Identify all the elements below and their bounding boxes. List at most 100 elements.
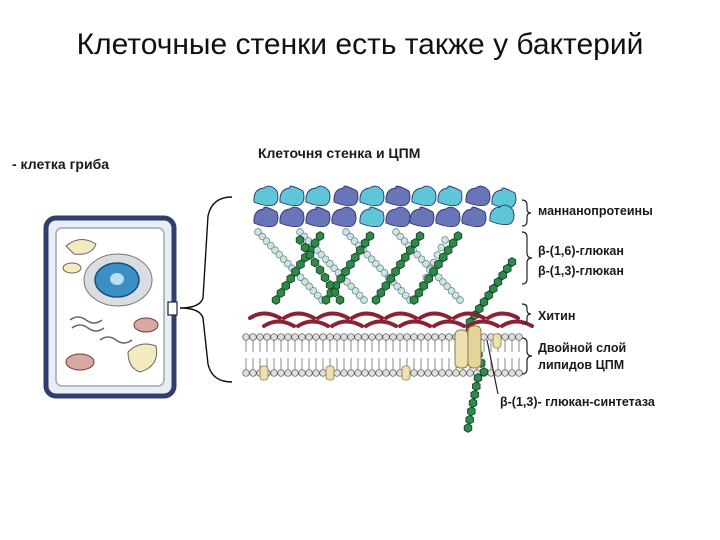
glucan-16-bead [309, 287, 318, 295]
brace-bilayer [521, 337, 533, 375]
zoom-marker [167, 301, 178, 316]
chitin-fiber [432, 319, 466, 328]
mannoprotein [461, 206, 487, 228]
lipid-head [284, 333, 292, 341]
mannoprotein [305, 206, 331, 228]
glucan-13-unit [414, 288, 424, 298]
lipid-head [312, 369, 320, 377]
lipid-head [375, 333, 383, 341]
glucan-13-unit [453, 231, 463, 241]
lipid-head [389, 369, 397, 377]
glucan-13-unit [467, 406, 476, 417]
glucan-13-unit [401, 252, 410, 263]
membrane-protein [325, 365, 335, 381]
brace-mannoproteins [521, 199, 532, 227]
lipid-head [424, 369, 432, 377]
mannoprotein [331, 206, 357, 228]
chitin-fiber [398, 319, 432, 328]
zoom-bracket [179, 196, 233, 383]
glucan-13-unit [381, 280, 391, 291]
glucan-13-unit [472, 381, 481, 392]
lipid-head [347, 369, 355, 377]
glucan-16-bead [279, 255, 288, 263]
glucan-13-unit [310, 257, 320, 268]
glucan-synthase-complex [454, 325, 482, 369]
lipid-head [459, 369, 467, 377]
glucan-16-bead [326, 259, 334, 268]
glucan-13-unit [315, 265, 325, 275]
golgi-2 [71, 324, 105, 332]
glucan-13-unit [434, 259, 443, 270]
chitin-fiber [466, 319, 500, 328]
glucan-16-bead [258, 232, 267, 241]
glucan-13-unit [419, 280, 429, 291]
glucan-13-unit [443, 245, 453, 256]
brace-glucans [521, 231, 533, 285]
lipid-head [249, 333, 257, 341]
chitin-fiber [452, 311, 486, 320]
glucan-13-unit [335, 295, 345, 305]
lipid-head [508, 369, 516, 377]
mannoprotein [489, 204, 515, 226]
lipid-head [263, 333, 271, 341]
glucan-16-bead [254, 228, 262, 236]
label-glucan-13: β-(1,3)-глюкан [538, 264, 624, 278]
glucan-13-unit [409, 295, 419, 305]
glucan-13-unit [493, 277, 503, 287]
glucan-13-unit [475, 303, 484, 314]
chitin-fiber [364, 319, 398, 328]
lipid-head [438, 333, 446, 341]
glucan-16-bead [392, 228, 400, 236]
lipid-head [382, 333, 390, 341]
lipid-head [361, 369, 369, 377]
label-bilayer-line2: липидов ЦПМ [538, 358, 625, 372]
mannoprotein [385, 206, 411, 228]
glucan-13-unit [315, 231, 325, 241]
lipid-head [284, 369, 292, 377]
chitin-fiber [384, 311, 418, 320]
cell-label: - клетка гриба [12, 156, 110, 172]
membrane-protein [259, 365, 269, 381]
lipid-head [382, 369, 390, 377]
lipid-head [480, 333, 488, 341]
lipid-head [354, 333, 362, 341]
glucan-16-bead [313, 291, 322, 300]
glucan-13-unit [305, 250, 315, 260]
glucan-16-bead [376, 264, 384, 273]
mannoprotein [409, 206, 435, 228]
glucan-13-unit [489, 283, 498, 294]
glucan-13-unit [396, 259, 405, 270]
vacuole-bottom [127, 343, 158, 373]
lipid-head [501, 333, 509, 341]
chitin-fiber [282, 311, 316, 320]
mitochondrion-2 [133, 317, 159, 333]
glucan-13-unit [484, 290, 493, 301]
glucan-16-bead [347, 282, 355, 291]
lipid-head [389, 333, 397, 341]
glucan-13-unit [415, 231, 425, 241]
glucan-16-bead [401, 291, 410, 300]
glucan-16-bead [355, 291, 364, 300]
lipid-head [249, 369, 257, 377]
glucan-16-bead [441, 236, 449, 244]
golgi-1 [69, 316, 103, 324]
glucan-13-unit [295, 235, 305, 245]
glucan-16-bead [380, 269, 389, 277]
mannoprotein [359, 206, 385, 228]
glucan-16-bead [330, 264, 338, 273]
glucan-16-bead [363, 250, 372, 259]
lipid-head [305, 369, 313, 377]
glucan-16-bead [342, 228, 350, 236]
glucan-13-unit [330, 287, 340, 298]
glucan-13-unit [276, 288, 286, 298]
lipid-head [270, 333, 278, 341]
nucleolus [110, 273, 124, 285]
lipid-head [417, 369, 425, 377]
lipid-head [368, 333, 376, 341]
wall-title: Клеточня стенка и ЦПМ [258, 145, 421, 161]
glucan-13-unit [371, 295, 381, 305]
mannoprotein [279, 206, 305, 228]
glucan-13-unit [291, 266, 300, 277]
mannoprotein [333, 185, 359, 207]
mannoprotein [253, 206, 279, 228]
